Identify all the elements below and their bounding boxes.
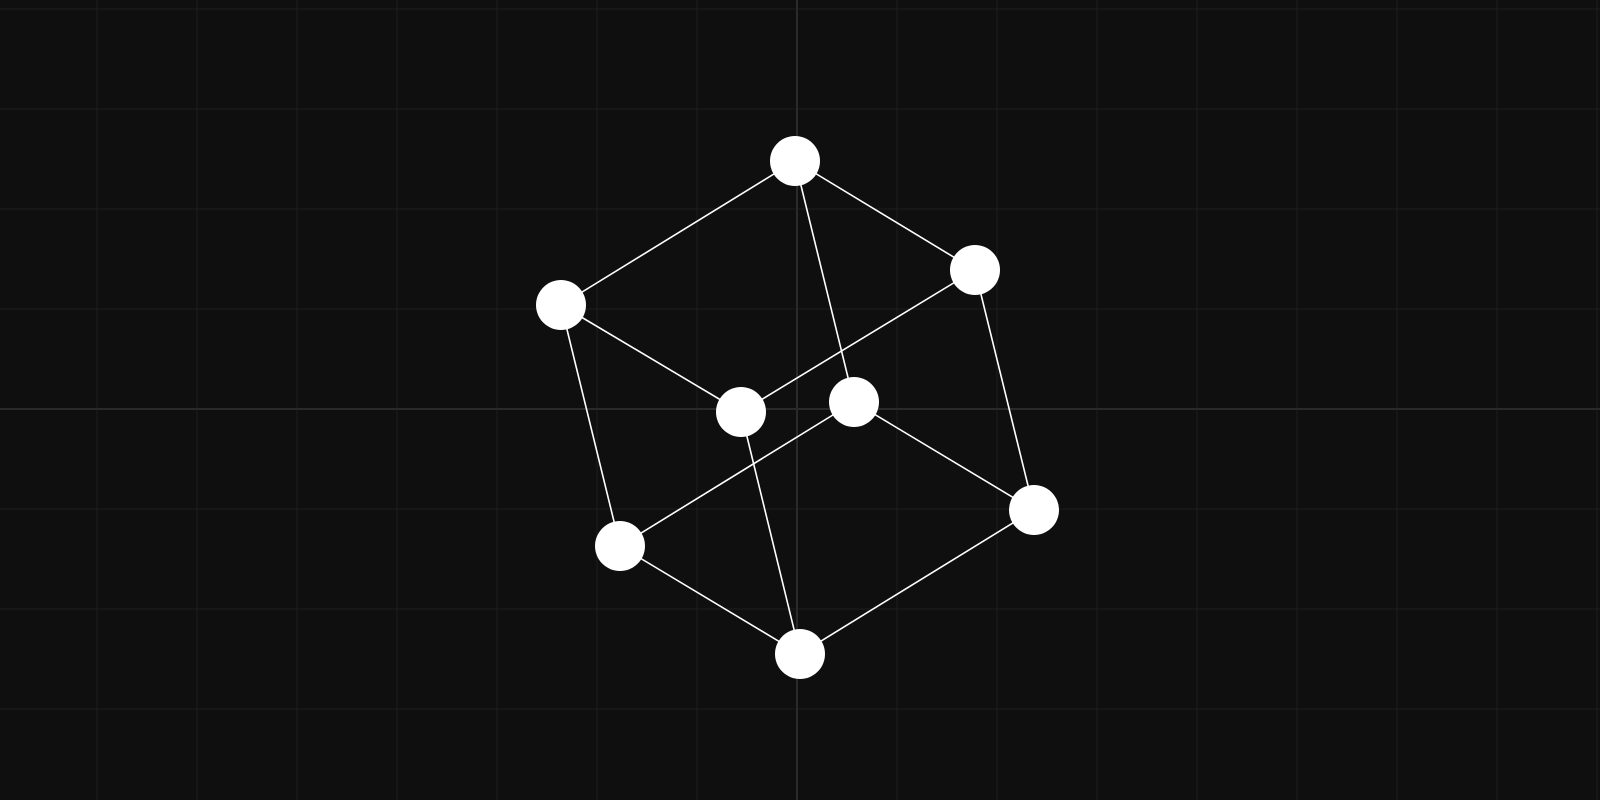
node-lower-right[interactable] xyxy=(1009,485,1059,535)
edge-n4-n6 xyxy=(619,401,855,547)
node-center-left[interactable] xyxy=(716,387,766,437)
edges xyxy=(560,160,1035,655)
edge-n2-n6 xyxy=(560,304,621,547)
edge-n4-n5 xyxy=(853,401,1035,511)
node-bottom[interactable] xyxy=(775,629,825,679)
edge-n1-n3 xyxy=(740,269,976,413)
edge-n2-n3 xyxy=(560,304,742,413)
nodes xyxy=(536,136,1059,679)
edge-n0-n2 xyxy=(560,160,796,306)
edge-n5-n7 xyxy=(799,509,1035,655)
edge-n0-n1 xyxy=(794,160,976,271)
edge-n1-n5 xyxy=(974,269,1035,511)
node-top[interactable] xyxy=(770,136,820,186)
node-upper-right[interactable] xyxy=(950,245,1000,295)
node-lower-left[interactable] xyxy=(595,521,645,571)
edge-n0-n4 xyxy=(794,160,855,403)
edge-n3-n7 xyxy=(740,411,801,655)
node-center-right[interactable] xyxy=(829,377,879,427)
node-upper-left[interactable] xyxy=(536,280,586,330)
edge-n6-n7 xyxy=(619,545,801,655)
